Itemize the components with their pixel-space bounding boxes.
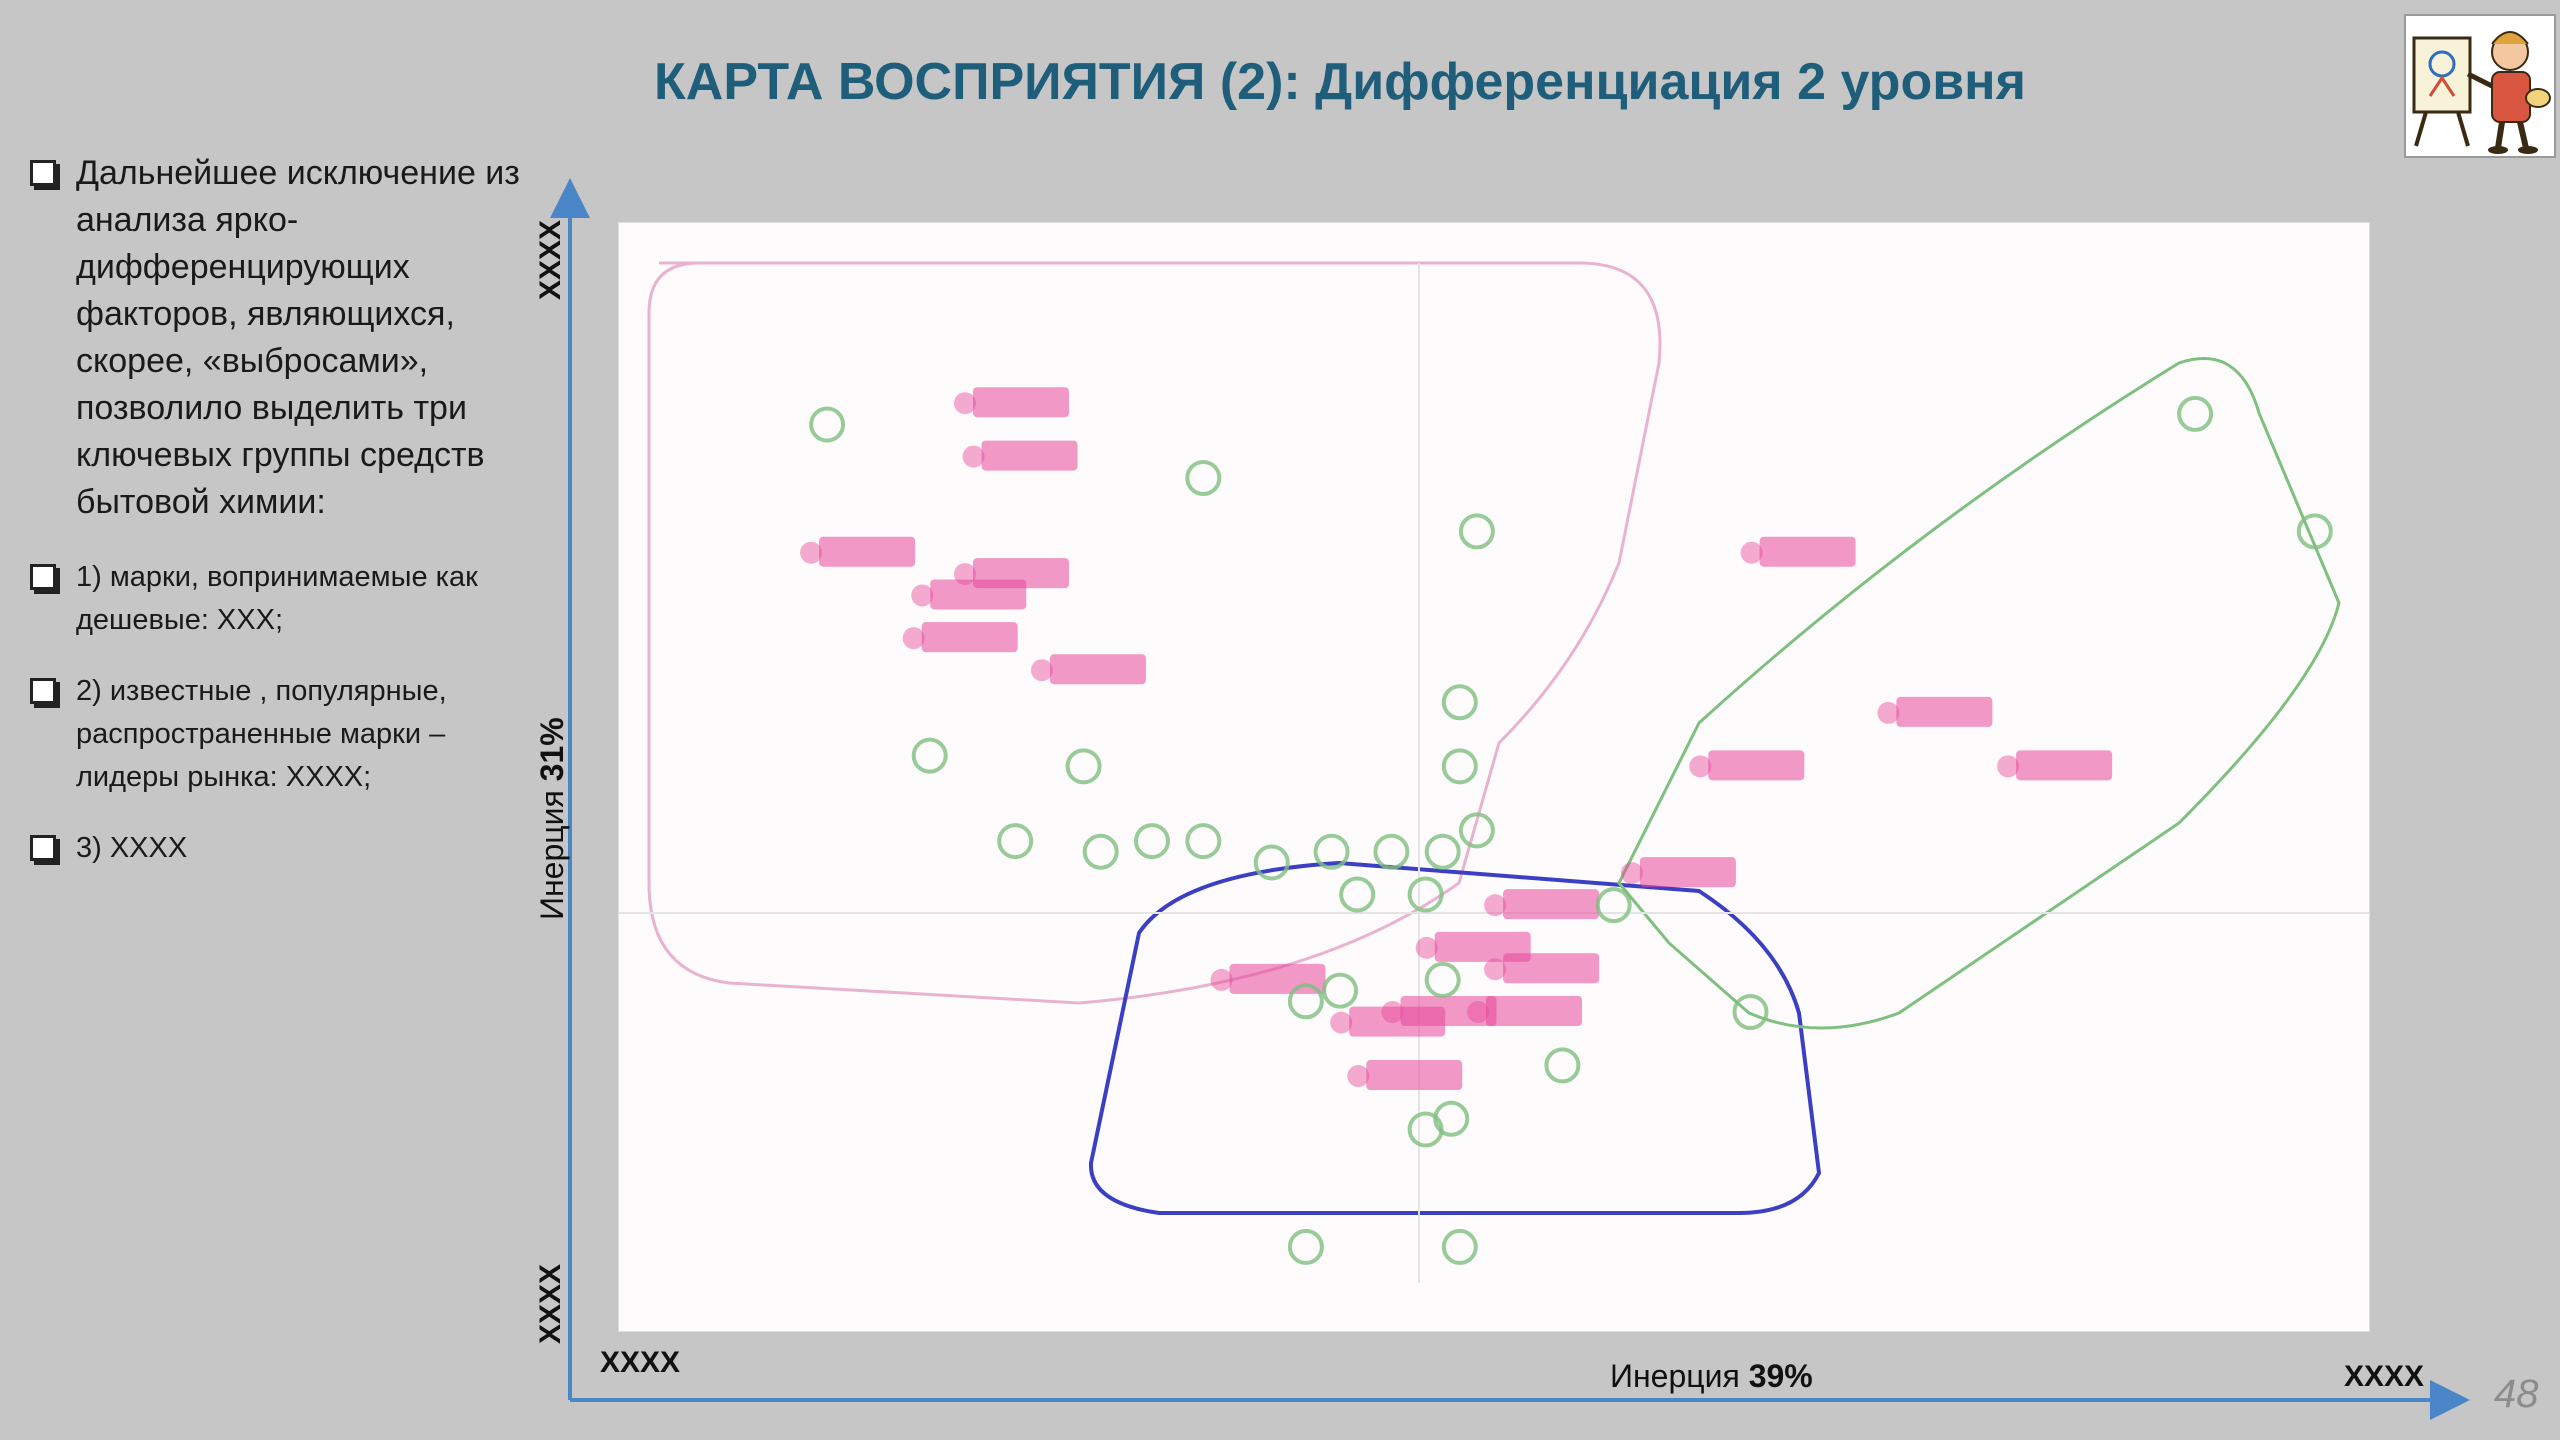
brand-point — [962, 445, 985, 468]
brand-label-mark — [1503, 889, 1600, 920]
factor-point — [1287, 983, 1324, 1020]
brand-point — [954, 392, 976, 415]
brand-point — [800, 541, 823, 564]
factor-point — [1407, 876, 1444, 913]
painter-icon — [2412, 31, 2551, 154]
factor-point — [2177, 395, 2214, 432]
y-axis-label-text: Инерция — [534, 790, 570, 920]
brand-label-mark — [1366, 1060, 1463, 1091]
factor-point — [997, 823, 1034, 860]
bullet-text: Дальнейшее исключение из анализа ярко-ди… — [76, 154, 520, 521]
factor-point — [809, 406, 846, 443]
factor-point — [1441, 748, 1478, 785]
group-cheap-outline — [647, 261, 1662, 1005]
factor-point — [1322, 972, 1359, 1009]
factor-point — [1134, 823, 1170, 860]
brand-point — [1347, 1065, 1370, 1088]
x-tick-left: XXXX — [600, 1346, 681, 1379]
brand-point — [911, 584, 934, 607]
bullet-text: 2) известные , популярные, распространен… — [76, 675, 447, 793]
brand-point — [1997, 755, 2020, 778]
brand-label-mark — [2016, 750, 2113, 781]
bullet-list: Дальнейшее исключение из анализа ярко-ди… — [28, 150, 528, 898]
brand-label-mark — [1400, 995, 1497, 1026]
factor-point — [1313, 833, 1350, 870]
factor-point — [1458, 812, 1495, 849]
bullet-item: Дальнейшее исключение из анализа ярко-ди… — [28, 150, 528, 526]
factor-point — [1441, 684, 1478, 721]
slide-title: КАРТА ВОСПРИЯТИЯ (2): Дифференциация 2 у… — [654, 53, 2026, 111]
factor-point — [1339, 876, 1376, 913]
y-axis-label: Инерция 31% — [534, 717, 571, 920]
brand-point — [1030, 659, 1053, 682]
factor-point — [1424, 833, 1461, 870]
x-tick-right: XXXX — [2344, 1360, 2425, 1393]
bullet-text: 3) XXXX — [76, 832, 188, 864]
x-axis-label-text: Инерция — [1610, 1358, 1740, 1394]
factor-point — [1185, 459, 1222, 496]
brand-point — [1210, 968, 1233, 991]
factor-point — [1595, 887, 1632, 924]
factor-point — [1441, 1228, 1478, 1265]
x-axis-label-value: 39% — [1748, 1358, 1813, 1394]
brand-label-mark — [1896, 696, 1993, 727]
brand-point — [1740, 541, 1763, 564]
factor-point — [1253, 844, 1290, 881]
brand-label-mark — [930, 579, 1027, 610]
brand-label-mark — [1486, 995, 1582, 1026]
y-tick-bottom: XXXX — [534, 1263, 567, 1344]
brand-point — [1484, 894, 1507, 917]
perception-map-svg — [619, 261, 2369, 1283]
brand-point — [1620, 862, 1643, 885]
brand-point — [1689, 755, 1712, 778]
group-outlines — [647, 261, 2341, 1215]
group-third-outline — [1617, 357, 2341, 1030]
factor-point — [911, 737, 948, 774]
brand-label-mark — [819, 536, 916, 567]
brand-label-mark — [1229, 963, 1326, 994]
factor-point — [1065, 748, 1102, 785]
factor-point — [1287, 1228, 1324, 1265]
perception-map — [618, 222, 2370, 1332]
brand-label-mark — [1639, 857, 1736, 888]
bullet-item: 1) марки, вопринимаемые как дешевые: XXX… — [28, 556, 528, 642]
factor-point — [1373, 833, 1410, 870]
brand-label-mark — [921, 622, 1018, 653]
group-leaders-outline — [1088, 860, 1822, 1215]
artist-logo — [2404, 14, 2556, 158]
brand-label-mark — [1708, 750, 1805, 781]
x-axis-label: Инерция 39% — [1610, 1358, 1813, 1395]
checkbox-bullet-icon — [30, 160, 56, 186]
brand-point — [902, 627, 925, 650]
brand-label-mark — [1049, 654, 1146, 685]
brand-point — [1330, 1011, 1353, 1034]
brand-point — [1467, 1000, 1489, 1023]
checkbox-bullet-icon — [30, 835, 56, 861]
factor-point — [1458, 513, 1495, 550]
brand-label-mark — [1759, 536, 1856, 567]
factor-point — [1544, 1047, 1581, 1084]
y-tick-top: XXXX — [534, 219, 567, 300]
bullet-item: 3) XXXX — [28, 827, 528, 870]
factor-point — [1082, 833, 1119, 870]
brand-label-mark — [1503, 953, 1600, 984]
y-axis-label-value: 31% — [534, 717, 570, 782]
factor-point — [1433, 1100, 1470, 1137]
checkbox-bullet-icon — [30, 564, 56, 590]
checkbox-bullet-icon — [30, 678, 56, 704]
bullet-item: 2) известные , популярные, распространен… — [28, 670, 528, 799]
brand-point — [1415, 936, 1438, 959]
page-number: 48 — [2494, 1372, 2539, 1416]
factor-point — [2296, 513, 2333, 550]
brand-label-mark — [973, 387, 1069, 418]
brand-point — [1381, 1000, 1404, 1023]
bullet-text: 1) марки, вопринимаемые как дешевые: XXX… — [76, 561, 478, 636]
brand-point — [1877, 701, 1900, 724]
factor-point — [1424, 961, 1461, 998]
factor-point — [1185, 823, 1222, 860]
brand-label-mark — [981, 440, 1078, 471]
brand-point — [1484, 958, 1507, 981]
factor-point — [1732, 993, 1769, 1030]
